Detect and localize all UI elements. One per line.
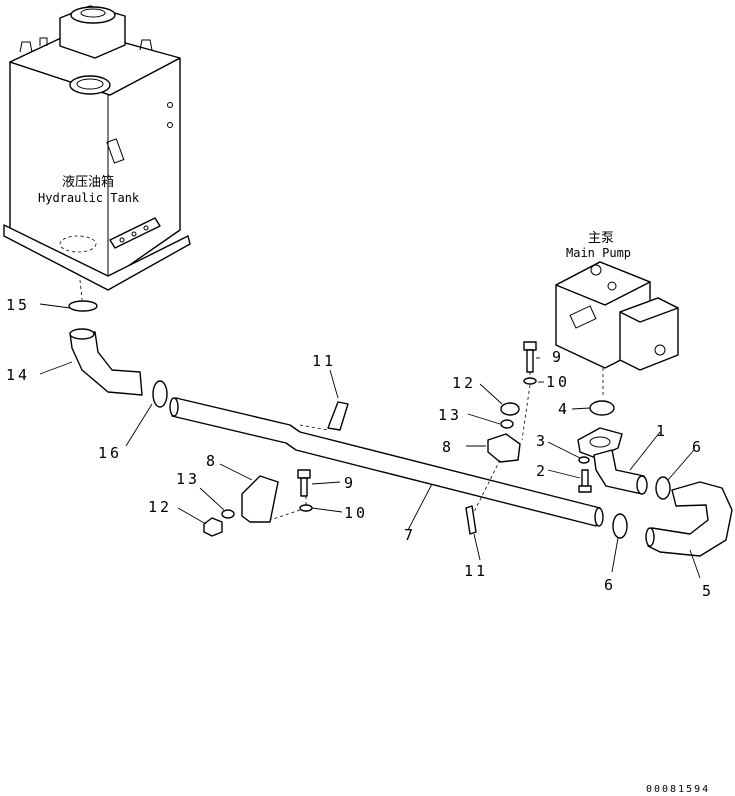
callout-2: 2 [536, 462, 548, 480]
clamp-6a [655, 476, 671, 500]
main-pump-label-en: Main Pump [566, 246, 631, 260]
callout-7: 7 [404, 526, 416, 544]
hose-5 [647, 481, 733, 557]
bracket-8a [487, 433, 521, 463]
hydraulic-tank-label-cn: 液压油箱 [62, 174, 114, 190]
bolt-9a [523, 341, 537, 373]
callout-16: 16 [98, 444, 122, 462]
clamp-16 [152, 380, 168, 408]
clip-11b [465, 505, 477, 535]
pipe-7 [171, 397, 601, 527]
callout-9b: 9 [344, 474, 356, 492]
washer-10b [299, 504, 313, 512]
callout-11a: 11 [312, 352, 336, 370]
leader-lines [39, 303, 701, 579]
callout-4: 4 [558, 400, 570, 418]
callout-8b: 8 [206, 452, 218, 470]
clamp-15 [68, 300, 98, 312]
callout-13b: 13 [176, 470, 200, 488]
nut-12b [203, 517, 223, 537]
callout-10a: 10 [546, 373, 570, 391]
callout-3: 3 [536, 432, 548, 450]
hydraulic-tank-label-en: Hydraulic Tank [38, 191, 140, 205]
main-pump: 主泵 Main Pump [555, 231, 679, 398]
bracket-8b [241, 475, 279, 523]
callout-13a: 13 [438, 406, 462, 424]
o-ring-4 [589, 400, 615, 416]
clip-11a [327, 401, 349, 431]
clamp-6b [612, 513, 628, 539]
callout-5: 5 [702, 582, 714, 600]
washer-10a [523, 377, 537, 385]
callout-1: 1 [656, 422, 668, 440]
callout-15: 15 [6, 296, 30, 314]
bolt-2 [578, 469, 592, 493]
drawing-code: 00081594 [646, 784, 710, 795]
washer-13b [221, 509, 235, 519]
washer-13a [500, 419, 514, 429]
flange-elbow-1 [577, 427, 648, 495]
main-pump-label-cn: 主泵 [588, 231, 614, 246]
elbow-hose-14 [69, 331, 143, 396]
callout-9a: 9 [552, 348, 564, 366]
callout-6b: 6 [604, 576, 616, 594]
callout-6a: 6 [692, 438, 704, 456]
washer-3 [578, 456, 590, 464]
callout-10b: 10 [344, 504, 368, 522]
callouts: 15 14 16 11 12 13 8 9 10 4 3 2 1 6 6 5 1… [6, 296, 714, 600]
bolt-9b [297, 469, 311, 497]
callout-11b: 11 [464, 562, 488, 580]
callout-12a: 12 [452, 374, 476, 392]
callout-12b: 12 [148, 498, 172, 516]
callout-8a: 8 [442, 438, 454, 456]
callout-14: 14 [6, 366, 30, 384]
hydraulic-tank: 液压油箱 Hydraulic Tank [3, 5, 191, 301]
nut-12a [500, 402, 520, 416]
